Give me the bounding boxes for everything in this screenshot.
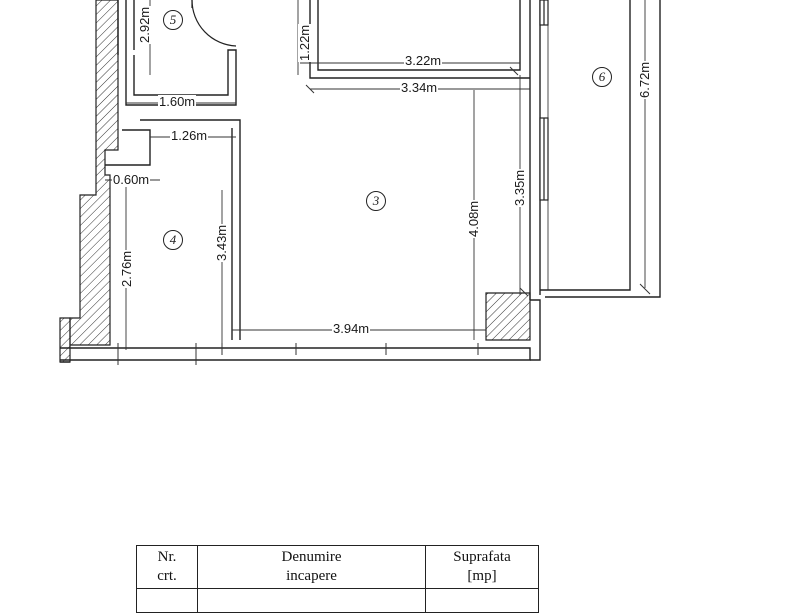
dim-2-76: 2.76m xyxy=(119,249,134,288)
hatched-walls xyxy=(59,0,531,363)
room-area-table: Nr. crt. Denumire incapere Suprafata [mp… xyxy=(136,545,539,613)
header-name-line1: Denumire xyxy=(281,549,342,565)
room-number-4: 4 xyxy=(163,230,183,250)
windows xyxy=(539,0,549,201)
dim-1-26: 1.26m xyxy=(170,128,209,143)
dim-3-43: 3.43m xyxy=(214,223,229,262)
dim-3-94: 3.94m xyxy=(332,321,371,336)
header-name-line2: incapere xyxy=(286,568,337,584)
table-header-row: Nr. crt. Denumire incapere Suprafata [mp… xyxy=(136,545,539,589)
dim-3-34: 3.34m xyxy=(400,80,439,95)
table-cell xyxy=(425,588,539,613)
table-cell xyxy=(197,588,426,613)
dim-2-92: 2.92m xyxy=(137,5,152,44)
dimension-ticks xyxy=(117,66,651,365)
dim-4-08: 4.08m xyxy=(466,199,481,238)
dim-0-60: 0.60m xyxy=(112,172,151,187)
header-area-line1: Suprafata xyxy=(453,549,511,565)
table-row xyxy=(136,588,539,613)
table-cell xyxy=(136,588,198,613)
dim-1-22: 1.22m xyxy=(297,23,312,62)
header-nr-line2: crt. xyxy=(157,568,177,584)
dim-3-22: 3.22m xyxy=(404,53,443,68)
header-area: Suprafata [mp] xyxy=(425,545,539,589)
dim-1-60: 1.60m xyxy=(158,94,197,109)
header-nr-line1: Nr. xyxy=(157,549,177,565)
door-swing xyxy=(191,0,237,47)
header-name: Denumire incapere xyxy=(197,545,426,589)
header-nr: Nr. crt. xyxy=(136,545,198,589)
room-number-5: 5 xyxy=(163,10,183,30)
room-number-3: 3 xyxy=(366,191,386,211)
room-number-6: 6 xyxy=(592,67,612,87)
dim-3-35: 3.35m xyxy=(512,168,527,207)
dim-6-72: 6.72m xyxy=(637,60,652,99)
header-area-line2: [mp] xyxy=(467,568,497,584)
